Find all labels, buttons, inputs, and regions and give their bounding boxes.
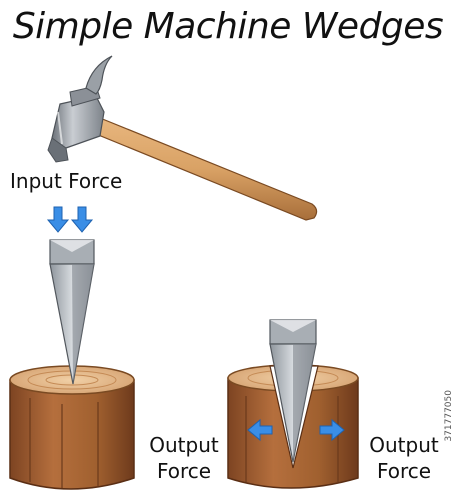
input-force-label: Input Force (10, 169, 123, 193)
output-force-label-right: Output Force (362, 432, 446, 484)
left-arrow-icon (247, 418, 273, 442)
left-wedge (49, 239, 95, 385)
hammer-icon (47, 55, 318, 221)
right-wedge (269, 319, 317, 463)
stock-id-watermark: 371777050 (444, 390, 454, 442)
down-arrow-icon (46, 206, 94, 233)
diagram-title: Simple Machine Wedges (12, 6, 444, 47)
output-force-right-line1: Output (369, 433, 439, 457)
output-force-right-line2: Force (376, 459, 432, 483)
output-force-label-left: Output Force (142, 432, 226, 484)
output-force-left-line2: Force (156, 459, 212, 483)
right-arrow-icon (319, 418, 345, 442)
left-log (9, 365, 135, 490)
output-force-left-line1: Output (149, 433, 219, 457)
